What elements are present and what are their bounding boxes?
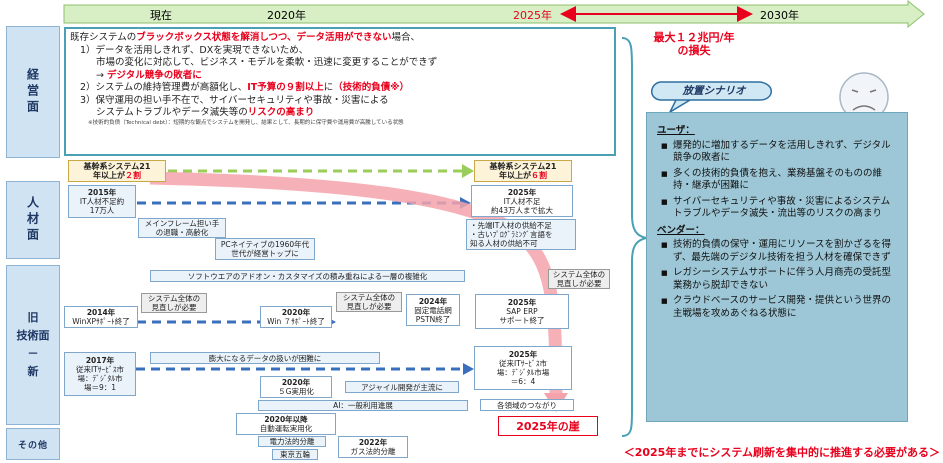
sidebar-tech-mid: 技術面: [16, 329, 50, 342]
tech-review-box-left: システム全体の見直しが必要: [141, 293, 207, 313]
scenario-user-head: ユーザ：: [657, 125, 695, 136]
cliff-label: 2025年の崖: [498, 416, 598, 436]
tech-2025-market-box: 2025年従来ITｻｰﾋﾞｽ市場：ﾃﾞｼﾞﾀﾙ市場＝6：4: [474, 346, 572, 390]
sidebar-tech-old: 旧: [27, 311, 39, 324]
timeline-year-2025: 2025年: [513, 9, 552, 22]
scenario-vendor-list: 技術的負債の保守・運用にリソースを割かざるを得ず、最先端のデジタル技術を担う人材…: [657, 239, 897, 320]
loss-annotation: 最大１２兆円/年 の損失: [644, 31, 744, 57]
tech-ai-box: AI：一般利用進展: [258, 400, 468, 411]
other-olympics-box: 東京五輪: [272, 449, 318, 460]
loss-label: の損失: [677, 44, 711, 57]
list-item: クラウドベースのサービス開発・提供という世界の主戦場を攻めあぐねる状態に: [661, 295, 897, 320]
scenario-title: 放置シナリオ: [682, 85, 746, 97]
main-line-5: 2）システムの維持管理費が高額化し、IT予算の９割以上に（技術的負債※）: [80, 82, 410, 93]
timeline-year-2030: 2030年: [760, 9, 799, 22]
other-power-box: 電力法的分離: [258, 436, 326, 447]
core-systems-2020-box: 基幹系システム21 年以上が２割: [68, 160, 166, 182]
tech-data-volume-box: 膨大になるデータの扱いが困難に: [150, 352, 380, 364]
footer-message: ＜2025年までにシステム刷新を集中的に推進する必要がある＞: [623, 446, 940, 459]
sidebar-tech: 旧 技術面 － 新: [6, 265, 60, 425]
hr-pc-native-box: PCネイティブの1960年代 世代が経営トップに: [215, 238, 315, 260]
management-main-box: 既存システムのブラックボックス状態を解消しつつ、データ活用ができない場合、 1）…: [64, 27, 616, 156]
sidebar-other: その他: [6, 428, 60, 460]
tech-connectivity-box: 各領域のつながり: [480, 399, 574, 411]
list-item: 爆発的に増加するデータを活用しきれず、デジタル競争の敗者に: [661, 140, 897, 165]
sidebar-tech-dash: －: [27, 347, 39, 360]
hr-mainframe-box: メインフレーム担い手 の退職・高齢化: [138, 218, 226, 238]
sidebar-tech-new: 新: [27, 365, 39, 378]
scenario-title-bubble: [651, 81, 772, 114]
section-brace: [621, 37, 647, 437]
other-gas-box: 2022年ガス法的分離: [338, 436, 408, 458]
list-item: 技術的負債の保守・運用にリソースを割かざるを得ず、最先端のデジタル技術を担う人材…: [661, 239, 897, 264]
hr-2015-box: 2015年 IT人材不足約 17万人: [68, 185, 136, 218]
list-item: レガシーシステムサポートに伴う人月商売の受託型業務から脱却できない: [661, 267, 897, 292]
main-line-4: → デジタル競争の敗者に: [96, 69, 202, 81]
main-line-1: 既存システムのブラックボックス状態を解消しつつ、データ活用ができない場合、: [70, 32, 421, 43]
hr-language-box: ・先端IT人材の供給不足 ・古いﾌﾟﾛｸﾞﾗﾐﾝｸﾞ言語を 知る人材の供給不可: [466, 219, 576, 250]
main-line-7: システムトラブルやデータ滅失等のリスクの高まり: [96, 107, 315, 118]
list-item: 多くの技術的負債を抱え、業務基盤そのものの維持・継承が困難に: [661, 168, 897, 193]
loss-amount: 最大１２兆円/年: [653, 31, 735, 44]
scenario-user-list: 爆発的に増加するデータを活用しきれず、デジタル競争の敗者に 多くの技術的負債を抱…: [657, 140, 897, 221]
tech-addon-box: ソフトウエアのアドオン・カスタマイズの積み重ねによる一層の複雑化: [150, 270, 465, 282]
tech-2017-market-box: 2017年従来ITｻｰﾋﾞｽ市場：ﾃﾞｼﾞﾀﾙ市場＝9：1: [64, 352, 136, 396]
list-item: サイバーセキュリティや事故・災害によるシステムトラブルやデータ滅失・流出等のリス…: [661, 196, 897, 221]
core-systems-2025-box: 基幹系システム21 年以上が６割: [474, 160, 572, 182]
timeline-year-2020: 2020年: [267, 9, 306, 22]
tech-agile-box: アジャイル開発が主流に: [345, 381, 459, 393]
other-autonomous-box: 2020年以降自動運転実用化: [236, 413, 336, 435]
main-footnote: ※技術的負債（Technical debt）：短期的な観点でシステムを開発し、結…: [88, 119, 404, 126]
main-line-3: 市場の変化に対応して、ビジネス・モデルを柔軟・迅速に変更することができず: [96, 57, 438, 68]
main-line-2: 1）データを活用しきれず、DXを実現できないため、: [80, 44, 309, 56]
tech-review-box-mid: システム全体の見直しが必要: [336, 292, 402, 312]
timeline-current-label: 現在: [150, 9, 172, 22]
sidebar-management: 経営面: [6, 26, 60, 158]
scenario-vendor-head: ベンダー：: [657, 224, 705, 236]
hr-2025-box: 2025年 IT人材不足 約43万人まで拡大: [471, 185, 573, 217]
sidebar-hr: 人材面: [6, 181, 60, 259]
main-line-6: 3）保守運用の担い手不在で、サイバーセキュリティや事故・災害による: [80, 94, 389, 106]
scenario-panel: ユーザ： 爆発的に増加するデータを活用しきれず、デジタル競争の敗者に 多くの技術…: [646, 112, 908, 422]
tech-review-box-right: システム全体の見直しが必要: [548, 269, 610, 289]
